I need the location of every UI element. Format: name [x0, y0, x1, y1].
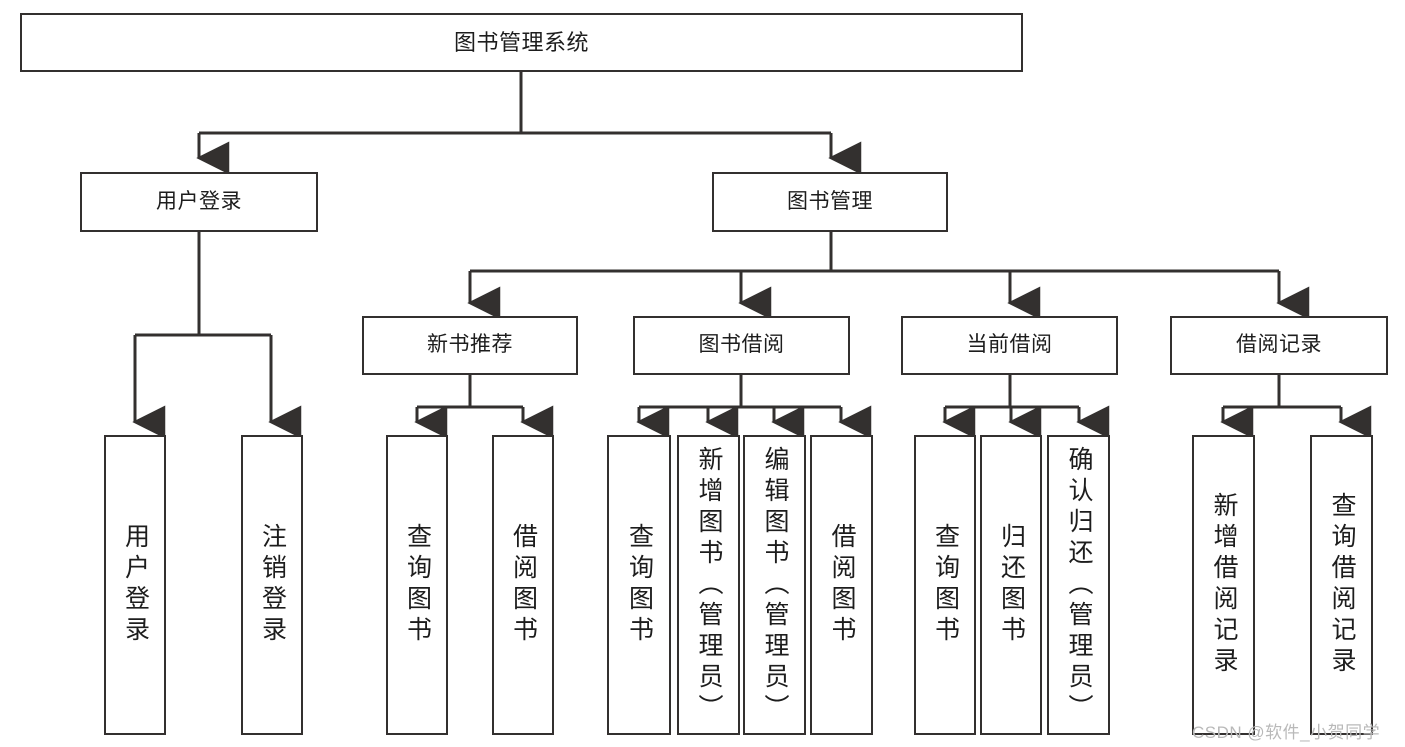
leaf-borrow-query-book[interactable]: 查询图书 [607, 435, 671, 735]
node-root-system[interactable]: 图书管理系统 [20, 13, 1023, 72]
node-label: 借阅图书 [509, 523, 538, 647]
node-label: 当前借阅 [966, 333, 1053, 357]
node-label: 确认归还（管理员） [1065, 445, 1093, 725]
leaf-borrow-add-book-admin[interactable]: 新增图书（管理员） [677, 435, 740, 735]
node-book-management[interactable]: 图书管理 [712, 172, 948, 232]
node-current-borrow[interactable]: 当前借阅 [901, 316, 1118, 375]
node-label: 注销登录 [258, 523, 287, 647]
node-label: 借阅图书 [828, 523, 856, 647]
leaf-current-confirm-return-admin[interactable]: 确认归还（管理员） [1047, 435, 1110, 735]
node-label: 新增图书（管理员） [695, 445, 723, 725]
node-book-borrow[interactable]: 图书借阅 [633, 316, 850, 375]
node-label: 归还图书 [997, 523, 1026, 647]
leaf-recommend-borrow-book[interactable]: 借阅图书 [492, 435, 554, 735]
node-label: 借阅记录 [1236, 333, 1322, 357]
node-label: 新增借阅记录 [1210, 492, 1238, 678]
node-label: 查询图书 [625, 523, 654, 647]
leaf-current-return-book[interactable]: 归还图书 [980, 435, 1042, 735]
node-label: 图书管理 [787, 189, 873, 213]
leaf-record-add-borrow-record[interactable]: 新增借阅记录 [1192, 435, 1255, 735]
leaf-user-login[interactable]: 用户登录 [104, 435, 166, 735]
node-label: 查询图书 [403, 523, 432, 647]
node-new-book-recommend[interactable]: 新书推荐 [362, 316, 578, 375]
node-label: 查询图书 [931, 523, 960, 647]
node-label: 用户登录 [121, 523, 150, 647]
leaf-logout[interactable]: 注销登录 [241, 435, 303, 735]
node-label: 图书借阅 [698, 333, 785, 357]
node-user-login[interactable]: 用户登录 [80, 172, 318, 232]
node-label: 图书管理系统 [453, 29, 589, 55]
node-label: 新书推荐 [427, 333, 513, 357]
node-borrow-record[interactable]: 借阅记录 [1170, 316, 1388, 375]
leaf-recommend-query-book[interactable]: 查询图书 [386, 435, 448, 735]
leaf-borrow-borrow-book[interactable]: 借阅图书 [810, 435, 873, 735]
leaf-current-query-book[interactable]: 查询图书 [914, 435, 976, 735]
node-label: 查询借阅记录 [1328, 492, 1356, 678]
leaf-record-query-borrow-record[interactable]: 查询借阅记录 [1310, 435, 1373, 735]
node-label: 用户登录 [156, 189, 242, 213]
node-label: 编辑图书（管理员） [761, 445, 789, 725]
leaf-borrow-edit-book-admin[interactable]: 编辑图书（管理员） [743, 435, 806, 735]
